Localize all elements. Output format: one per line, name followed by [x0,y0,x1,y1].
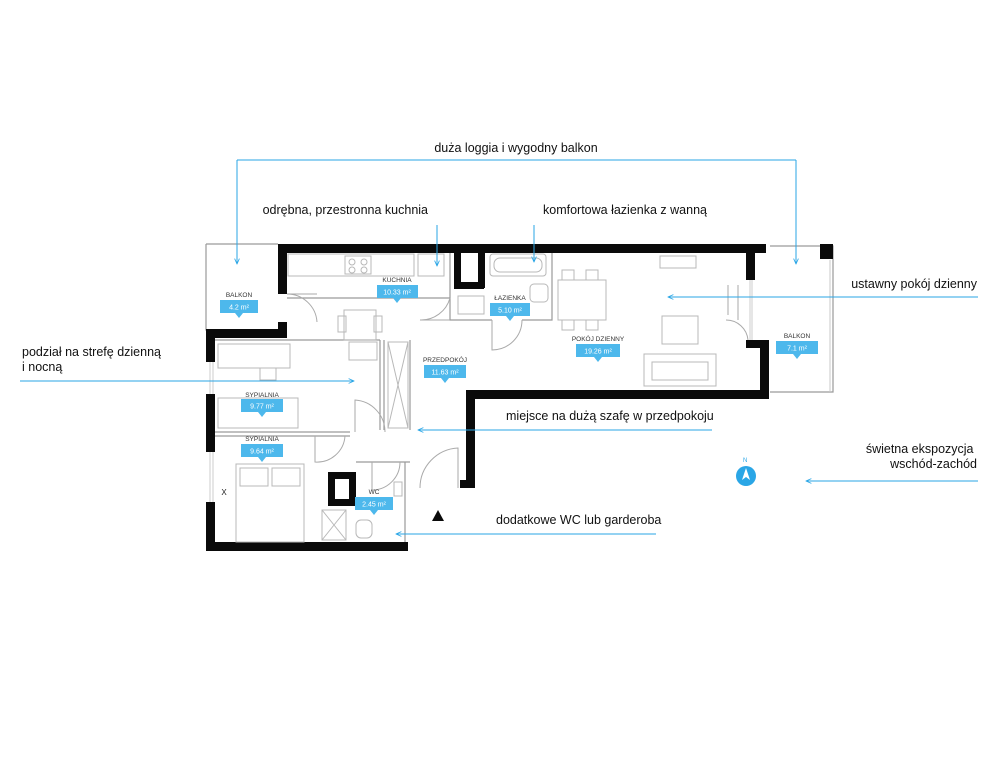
room-label-lazienka: ŁAZIENKA 5.10 m² [490,295,530,321]
living-furniture [557,255,717,387]
room-area: 5.10 m² [498,308,522,315]
room-area: 9.64 m² [250,449,274,456]
room-label-sypialnia-2: SYPIALNIA 9.64 m² [241,436,283,462]
room-label-kuchnia: KUCHNIA 10.33 m² [377,277,418,303]
annotation-living: ustawny pokój dzienny [851,277,978,291]
annotation-zones-line2: i nocną [22,360,62,374]
room-area: 4.2 m² [229,305,250,312]
annotation-loggia: duża loggia i wygodny balkon [434,141,597,155]
room-label-balkon-right: BALKON 7.1 m² [776,333,818,359]
balcony-right-outline [770,245,834,393]
windows-left [209,280,753,502]
bedroom-furniture [217,341,409,543]
bathroom-furniture [457,253,549,315]
room-name: WC [369,489,380,496]
annotation-zones-line1: podział na strefę dzienną [22,345,161,359]
room-name: BALKON [226,292,253,299]
room-name: ŁAZIENKA [494,295,526,302]
room-area: 7.1 m² [787,346,808,353]
room-name: SYPIALNIA [245,436,279,443]
room-label-pokoj-dzienny: POKÓJ DZIENNY 19.26 m² [572,334,625,362]
room-name: KUCHNIA [382,277,412,284]
compass-label: N [743,458,747,464]
annotation-pointers [20,159,978,534]
room-area: 19.26 m² [584,349,612,356]
annotation-exposure: świetna ekspozycja wschód-zachód [866,442,977,471]
room-name: BALKON [784,333,811,340]
annotation-wc: dodatkowe WC lub garderoba [496,513,661,527]
compass-icon: N [736,458,756,486]
doors [286,285,749,491]
annotation-kitchen: odrębna, przestronna kuchnia [263,203,428,217]
room-name: PRZEDPOKÓJ [423,355,467,364]
exterior-walls [206,244,833,551]
room-label-balkon-left: BALKON 4.2 m² [220,292,258,318]
room-area: 2.45 m² [362,502,386,509]
annotation-bathroom: komfortowa łazienka z wanną [543,203,707,217]
room-area: 10.33 m² [383,290,411,297]
room-name: POKÓJ DZIENNY [572,334,625,343]
room-label-wc: WC 2.45 m² [355,489,393,515]
room-label-przedpokoj: PRZEDPOKÓJ 11.63 m² [423,355,467,383]
annotation-exposure-line2: wschód-zachód [889,457,977,471]
room-area: 11.63 m² [431,370,459,377]
window-mark: X [221,488,227,497]
annotation-wardrobe: miejsce na dużą szafę w przedpokoju [506,409,714,423]
entrance-icon [432,510,444,521]
kitchen-furniture [287,253,445,361]
balcony-left-outline [205,243,278,331]
annotation-exposure-line1: świetna ekspozycja [866,442,974,456]
annotation-zones: podział na strefę dzienną i nocną [22,345,164,374]
room-area: 9.77 m² [250,404,274,411]
room-name: SYPIALNIA [245,392,279,399]
room-label-sypialnia-1: SYPIALNIA 9.77 m² [241,392,283,417]
